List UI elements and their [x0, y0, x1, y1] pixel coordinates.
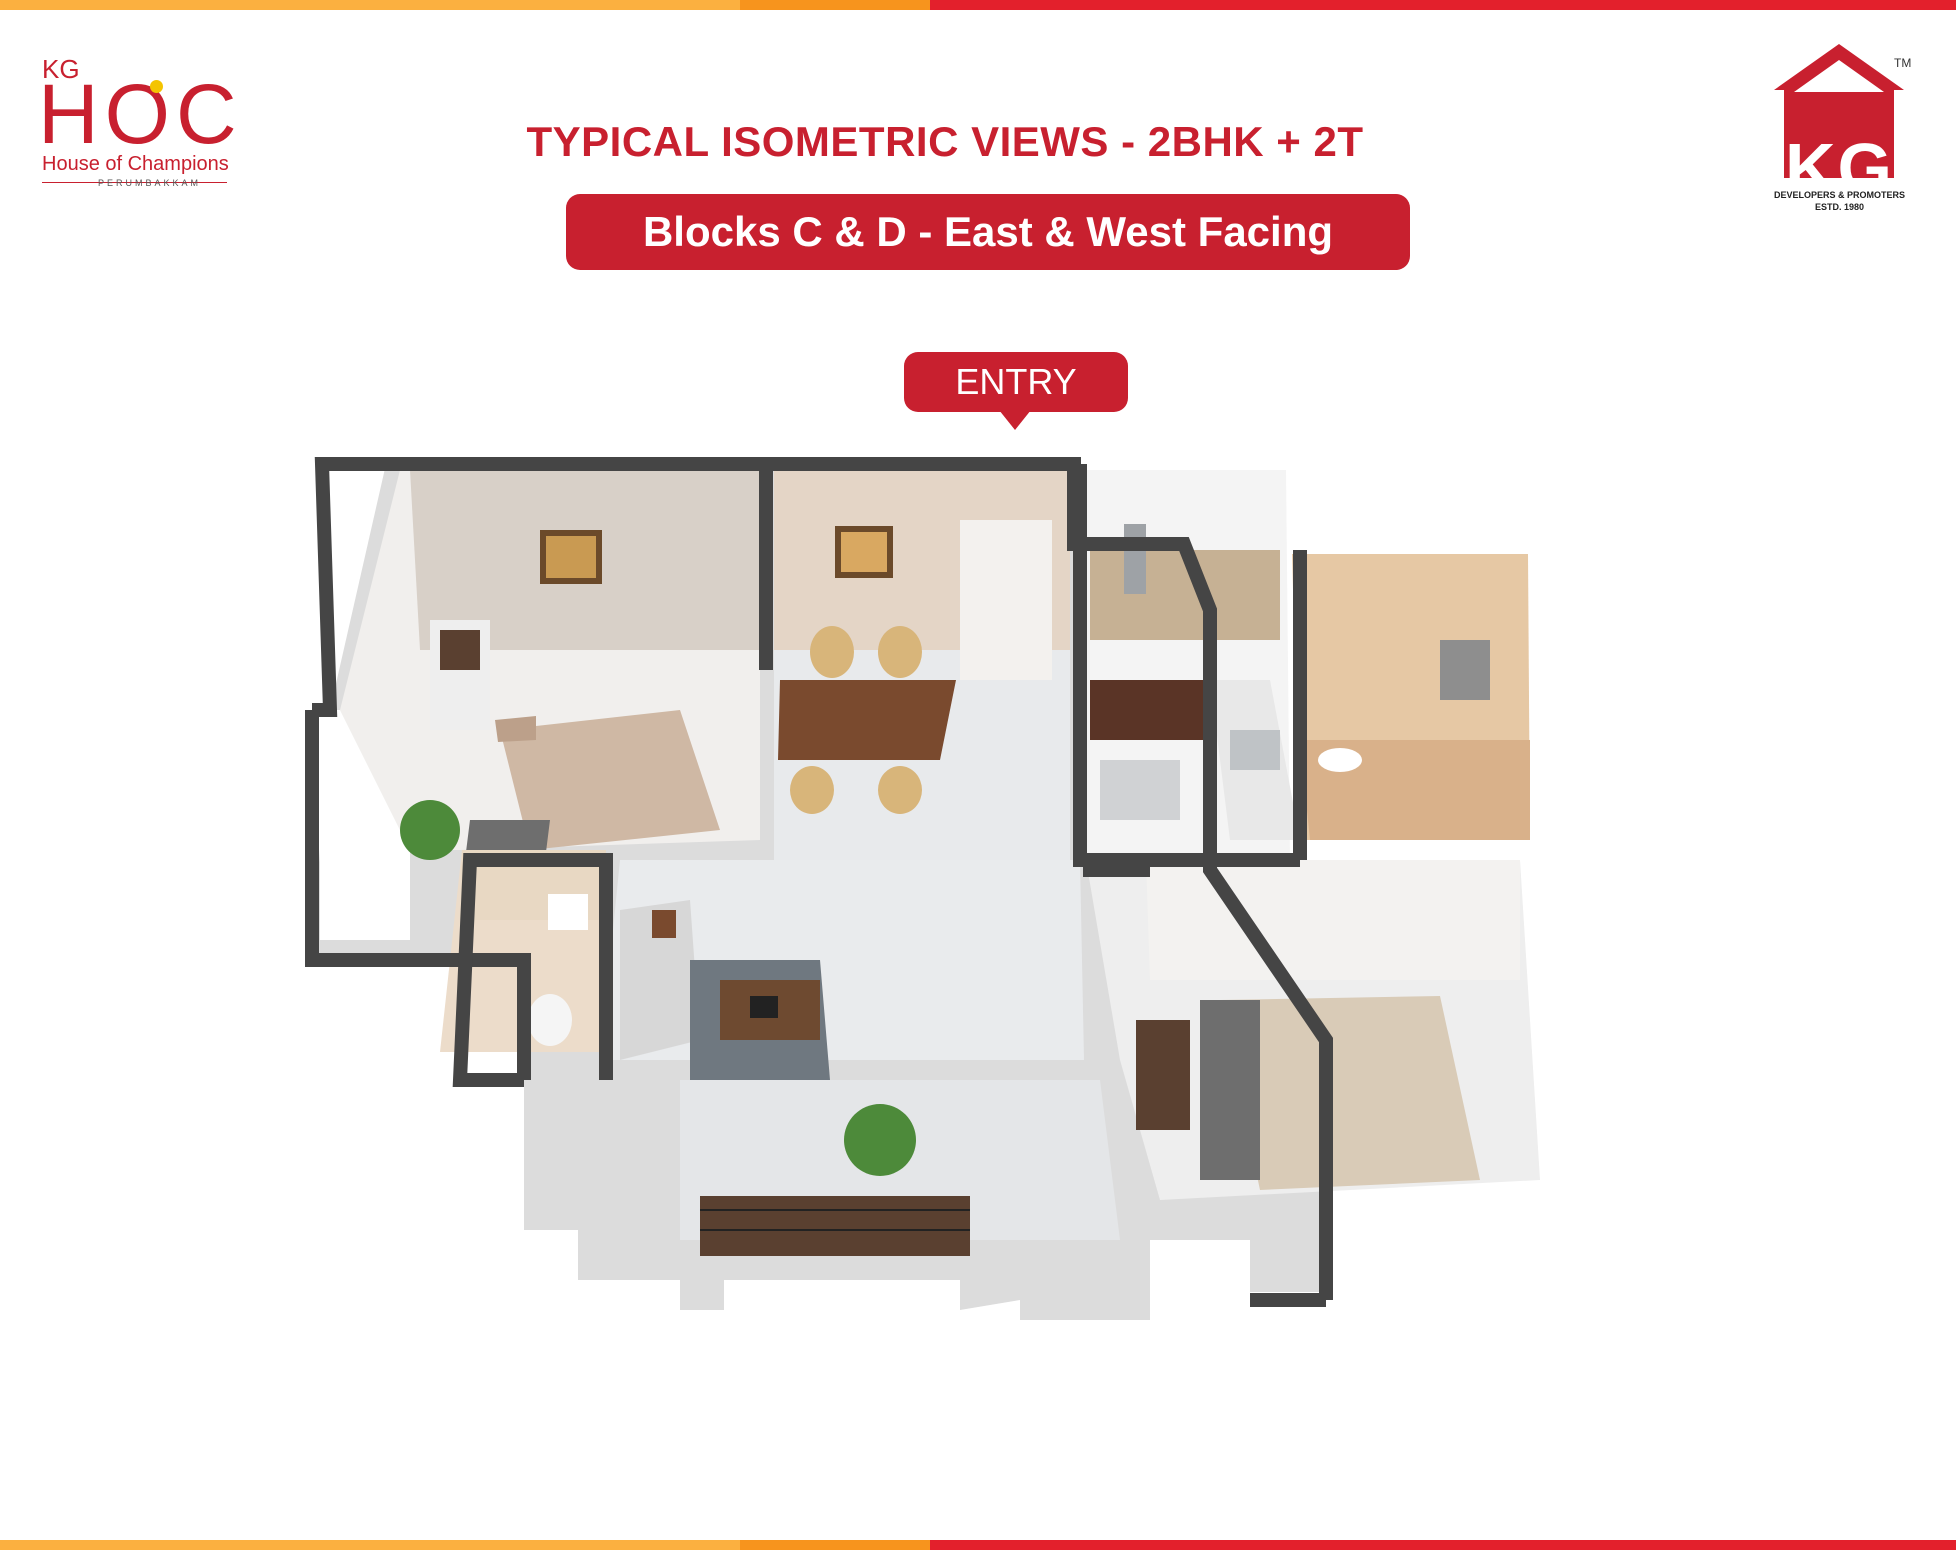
subtitle-banner: Blocks C & D - East & West Facing [566, 194, 1410, 270]
hoc-logo-word: HOC [38, 67, 243, 161]
bed-left [500, 710, 720, 850]
entry-label: ENTRY [904, 352, 1128, 412]
kitchen-cabinets [1090, 680, 1210, 740]
kitchen-sink [1230, 730, 1280, 770]
bed-right [1220, 996, 1480, 1190]
hoc-dot-icon [150, 80, 163, 93]
kg-trademark: TM [1894, 56, 1912, 70]
kg-developers-logo: TM KG DEVELOPERS & PROMOTERS ESTD. 1980 [1772, 40, 1922, 220]
subtitle-text: Blocks C & D - East & West Facing [642, 208, 1334, 255]
dining-hall [774, 470, 1070, 960]
shower-rack [1440, 640, 1490, 700]
toilet-left [528, 994, 572, 1046]
kg-logo-text: KG [1785, 129, 1894, 207]
kg-logo-line1: DEVELOPERS & PROMOTERS [1773, 190, 1906, 200]
sofa [620, 900, 700, 1060]
rug-right [1200, 1000, 1260, 1180]
dining-table [778, 680, 956, 760]
entry-door [960, 520, 1052, 680]
bedroom-left [320, 470, 760, 940]
hoc-logo-prefix: KG [42, 54, 80, 84]
balcony-railing [700, 1196, 970, 1256]
balcony [680, 1080, 1120, 1256]
down-arrow-icon [999, 410, 1031, 430]
walls [305, 457, 1333, 1307]
hoc-logo-location: PERUMBAKKAM [98, 178, 202, 188]
plant-balcony [844, 1104, 916, 1176]
bathroom-right [1292, 554, 1530, 840]
bathroom-left [440, 850, 606, 1052]
hoc-logo-rule [42, 182, 227, 183]
washbasin-right [1318, 748, 1362, 772]
washbasin-left [548, 894, 588, 930]
bottom-accent-stripe [0, 1540, 1956, 1550]
entry-label-text: ENTRY [955, 361, 1077, 402]
house-roof-icon [1774, 44, 1904, 178]
plant-left [400, 800, 460, 860]
page-title: TYPICAL ISOMETRIC VIEWS - 2BHK + 2T [526, 118, 1364, 165]
top-accent-stripe [0, 0, 1956, 10]
kitchen [1080, 470, 1300, 860]
kg-logo-line2: ESTD. 1980 [1814, 202, 1865, 212]
hoc-logo: KG HOC House of Champions PERUMBAKKAM [38, 50, 238, 190]
living-room [600, 860, 1084, 1080]
isometric-floor-plan [305, 457, 1540, 1320]
chimney-hood [1124, 524, 1146, 594]
wardrobe-right [1136, 1020, 1190, 1130]
hoc-logo-tagline: House of Champions [42, 153, 229, 175]
